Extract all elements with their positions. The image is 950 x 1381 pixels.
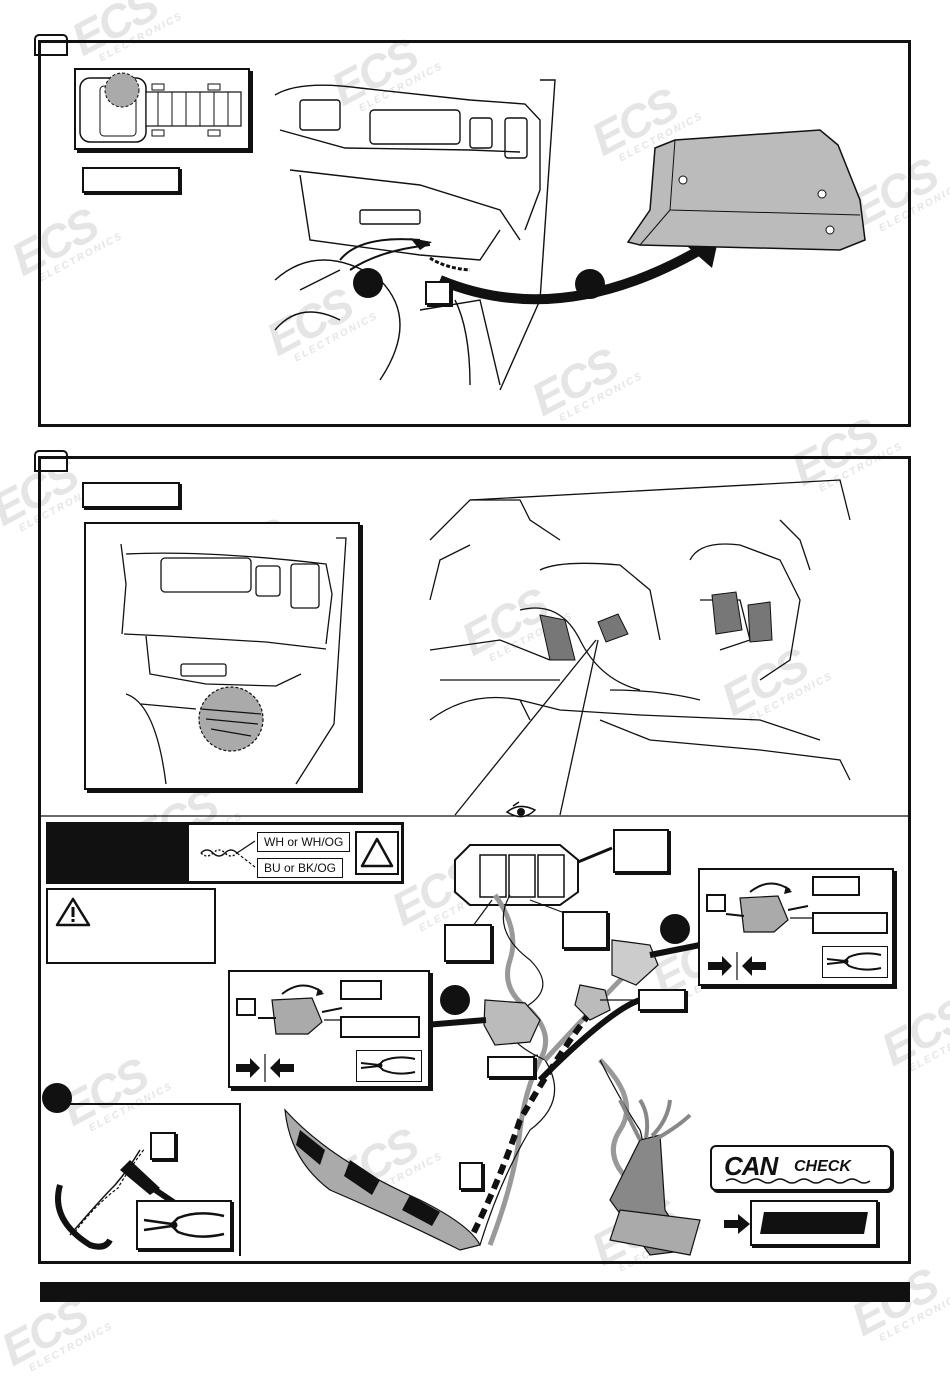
connector-crimp-detail-right (698, 868, 894, 986)
step-1-tab (34, 34, 68, 56)
can-check-logo: CAN CHECK (710, 1145, 892, 1191)
connector-crimp-detail-left (228, 970, 430, 1088)
step-marker (660, 914, 690, 944)
part-label-box (459, 1162, 483, 1190)
pliers-icon (822, 946, 888, 978)
splice-label-box (638, 989, 686, 1011)
label-box (812, 876, 860, 896)
label-box (340, 1016, 420, 1038)
location-label-box (82, 482, 180, 508)
step-1-panel (38, 40, 911, 427)
step-2-panel (38, 456, 911, 1264)
warning-triangle-icon (355, 831, 399, 875)
step-2-tab (34, 450, 68, 472)
step-marker (440, 985, 470, 1015)
connector-label-box (613, 829, 669, 873)
step-marker (42, 1083, 72, 1113)
label-box (812, 912, 888, 934)
warning-triangle-icon (54, 896, 92, 928)
wire-label-blue: BU or BK/OG (257, 858, 344, 878)
wire-warning-box: WH or WH/OG BU or BK/OG (46, 822, 404, 884)
twist-detail (55, 1103, 241, 1256)
wire-colour-label-box (487, 1056, 535, 1078)
pliers-icon (356, 1050, 422, 1082)
part-label-box (236, 998, 256, 1016)
wire-label-box-right (562, 911, 608, 949)
arrow-icon (722, 1212, 752, 1236)
can-logo-suffix: CHECK (794, 1158, 851, 1175)
warning-black-block (49, 825, 189, 881)
connector-wiring-drawing (284, 844, 701, 1256)
wire-label-white: WH or WH/OG (257, 832, 351, 852)
can-check-result-box (750, 1200, 878, 1246)
label-box (340, 980, 382, 1000)
can-check-result-bar (760, 1212, 868, 1234)
part-label-box (425, 281, 451, 305)
can-logo-word: CAN (724, 1151, 778, 1181)
harness-illustration (38, 479, 911, 817)
caution-note-box (46, 888, 216, 964)
part-label-box (150, 1132, 176, 1160)
twisted-pair-icon (200, 840, 256, 868)
dashboard-detail-box (84, 522, 360, 790)
eye-icon (505, 800, 539, 824)
footer-bar (40, 1282, 910, 1302)
pliers-icon (136, 1200, 232, 1250)
step-marker (575, 269, 605, 299)
vehicle-label-box (82, 167, 180, 193)
step-marker (353, 268, 383, 298)
vehicle-location-thumbnail (74, 68, 250, 150)
wire-label-box-left (444, 924, 492, 962)
part-label-box (706, 894, 726, 912)
